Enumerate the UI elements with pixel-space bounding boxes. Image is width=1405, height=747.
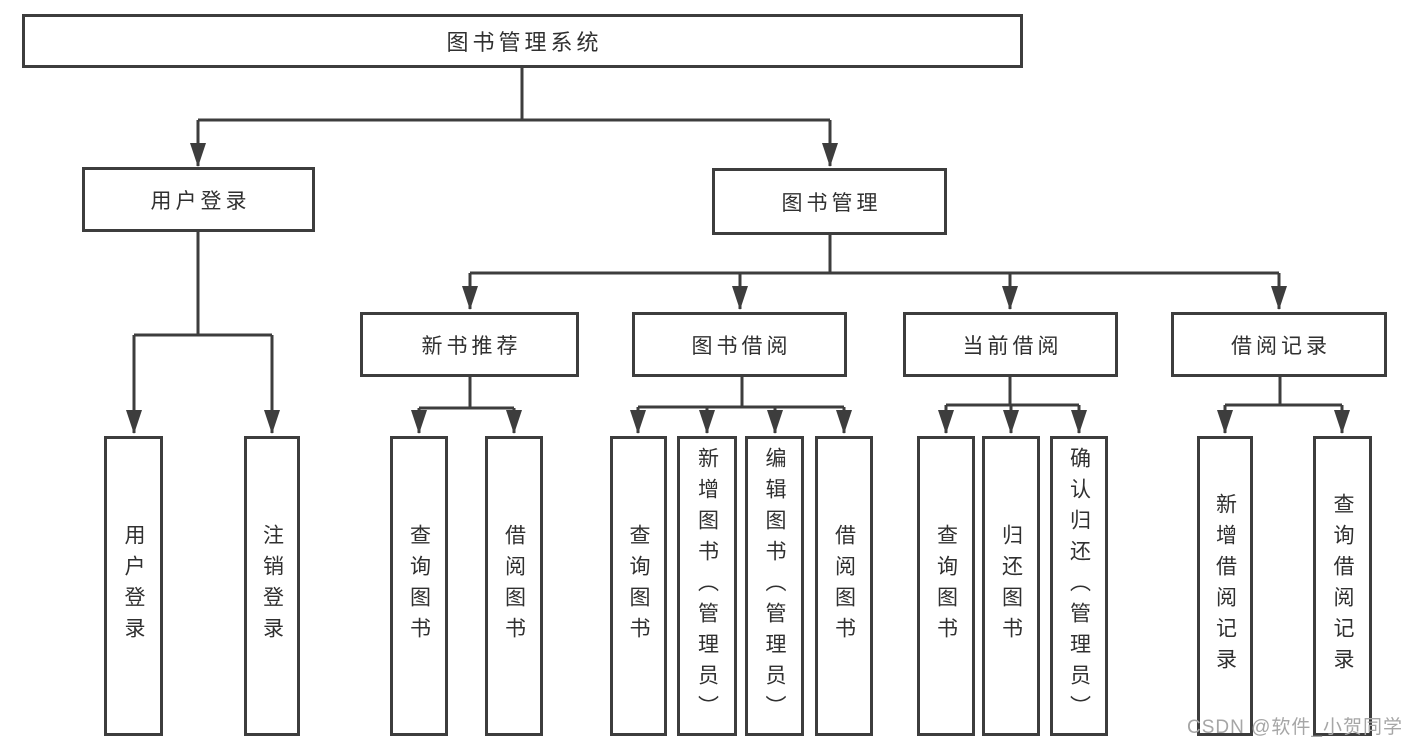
leaf-edit-books-admin: 编辑图书（管理员）: [745, 436, 804, 736]
csdn-watermark: CSDN @软件_小贺同学: [1187, 717, 1403, 738]
leaf-add-borrow-record: 新增借阅记录: [1197, 436, 1253, 736]
node-book-borrow: 图书借阅: [632, 312, 847, 377]
leaf-query-borrow-record-label: 查询借阅记录: [1331, 493, 1354, 679]
node-new-book-recommend-label: 新书推荐: [421, 334, 522, 358]
leaf-return-books: 归还图书: [982, 436, 1040, 736]
leaf-user-login-label: 用户登录: [122, 524, 145, 648]
leaf-borrow-books: 借阅图书: [815, 436, 873, 736]
node-new-book-recommend: 新书推荐: [360, 312, 579, 377]
leaf-borrow-books-label: 借阅图书: [832, 524, 856, 648]
leaf-user-login: 用户登录: [104, 436, 163, 736]
leaf-logout-label: 注销登录: [260, 524, 284, 648]
node-library-management-system: 图书管理系统: [22, 14, 1023, 68]
node-book-borrow-label: 图书借阅: [691, 334, 792, 358]
node-current-borrow-label: 当前借阅: [962, 334, 1063, 358]
node-library-management-system-label: 图书管理系统: [446, 30, 603, 55]
node-user-login-label: 用户登录: [150, 189, 251, 213]
connector-new-book-to-leaves: [411, 377, 522, 434]
leaf-confirm-return-admin-label: 确认归还（管理员）: [1067, 446, 1091, 726]
leaf-logout: 注销登录: [244, 436, 300, 736]
node-borrow-records: 借阅记录: [1171, 312, 1387, 377]
connector-current-borrow-to-leaves: [938, 377, 1087, 434]
node-book-management: 图书管理: [712, 168, 947, 235]
leaf-add-books-admin: 新增图书（管理员）: [677, 436, 737, 736]
leaf-return-books-label: 归还图书: [999, 524, 1023, 648]
node-user-login: 用户登录: [82, 167, 315, 232]
leaf-edit-books-admin-label: 编辑图书（管理员）: [763, 446, 786, 726]
leaf-query-books-current-label: 查询图书: [934, 524, 958, 648]
leaf-query-books-recommend-label: 查询图书: [407, 524, 431, 648]
node-book-management-label: 图书管理: [781, 191, 882, 215]
leaf-query-borrow-record: 查询借阅记录: [1313, 436, 1372, 736]
leaf-query-books-borrow: 查询图书: [610, 436, 667, 736]
leaf-add-borrow-record-label: 新增借阅记录: [1213, 493, 1237, 679]
leaf-borrow-books-recommend-label: 借阅图书: [502, 524, 526, 648]
leaf-query-books-borrow-label: 查询图书: [627, 524, 650, 648]
leaf-add-books-admin-label: 新增图书（管理员）: [695, 446, 719, 726]
connector-book-borrow-to-leaves: [630, 377, 852, 434]
connector-root-to-level2: [190, 68, 838, 167]
node-current-borrow: 当前借阅: [903, 312, 1118, 377]
leaf-query-books-recommend: 查询图书: [390, 436, 448, 736]
connector-user-login-to-leaves: [126, 232, 280, 434]
leaf-query-books-current: 查询图书: [917, 436, 975, 736]
node-borrow-records-label: 借阅记录: [1231, 334, 1331, 358]
connector-borrow-records-to-leaves: [1217, 377, 1350, 434]
connector-book-mgmt-to-level3: [462, 235, 1287, 310]
leaf-confirm-return-admin: 确认归还（管理员）: [1050, 436, 1108, 736]
leaf-borrow-books-recommend: 借阅图书: [485, 436, 543, 736]
